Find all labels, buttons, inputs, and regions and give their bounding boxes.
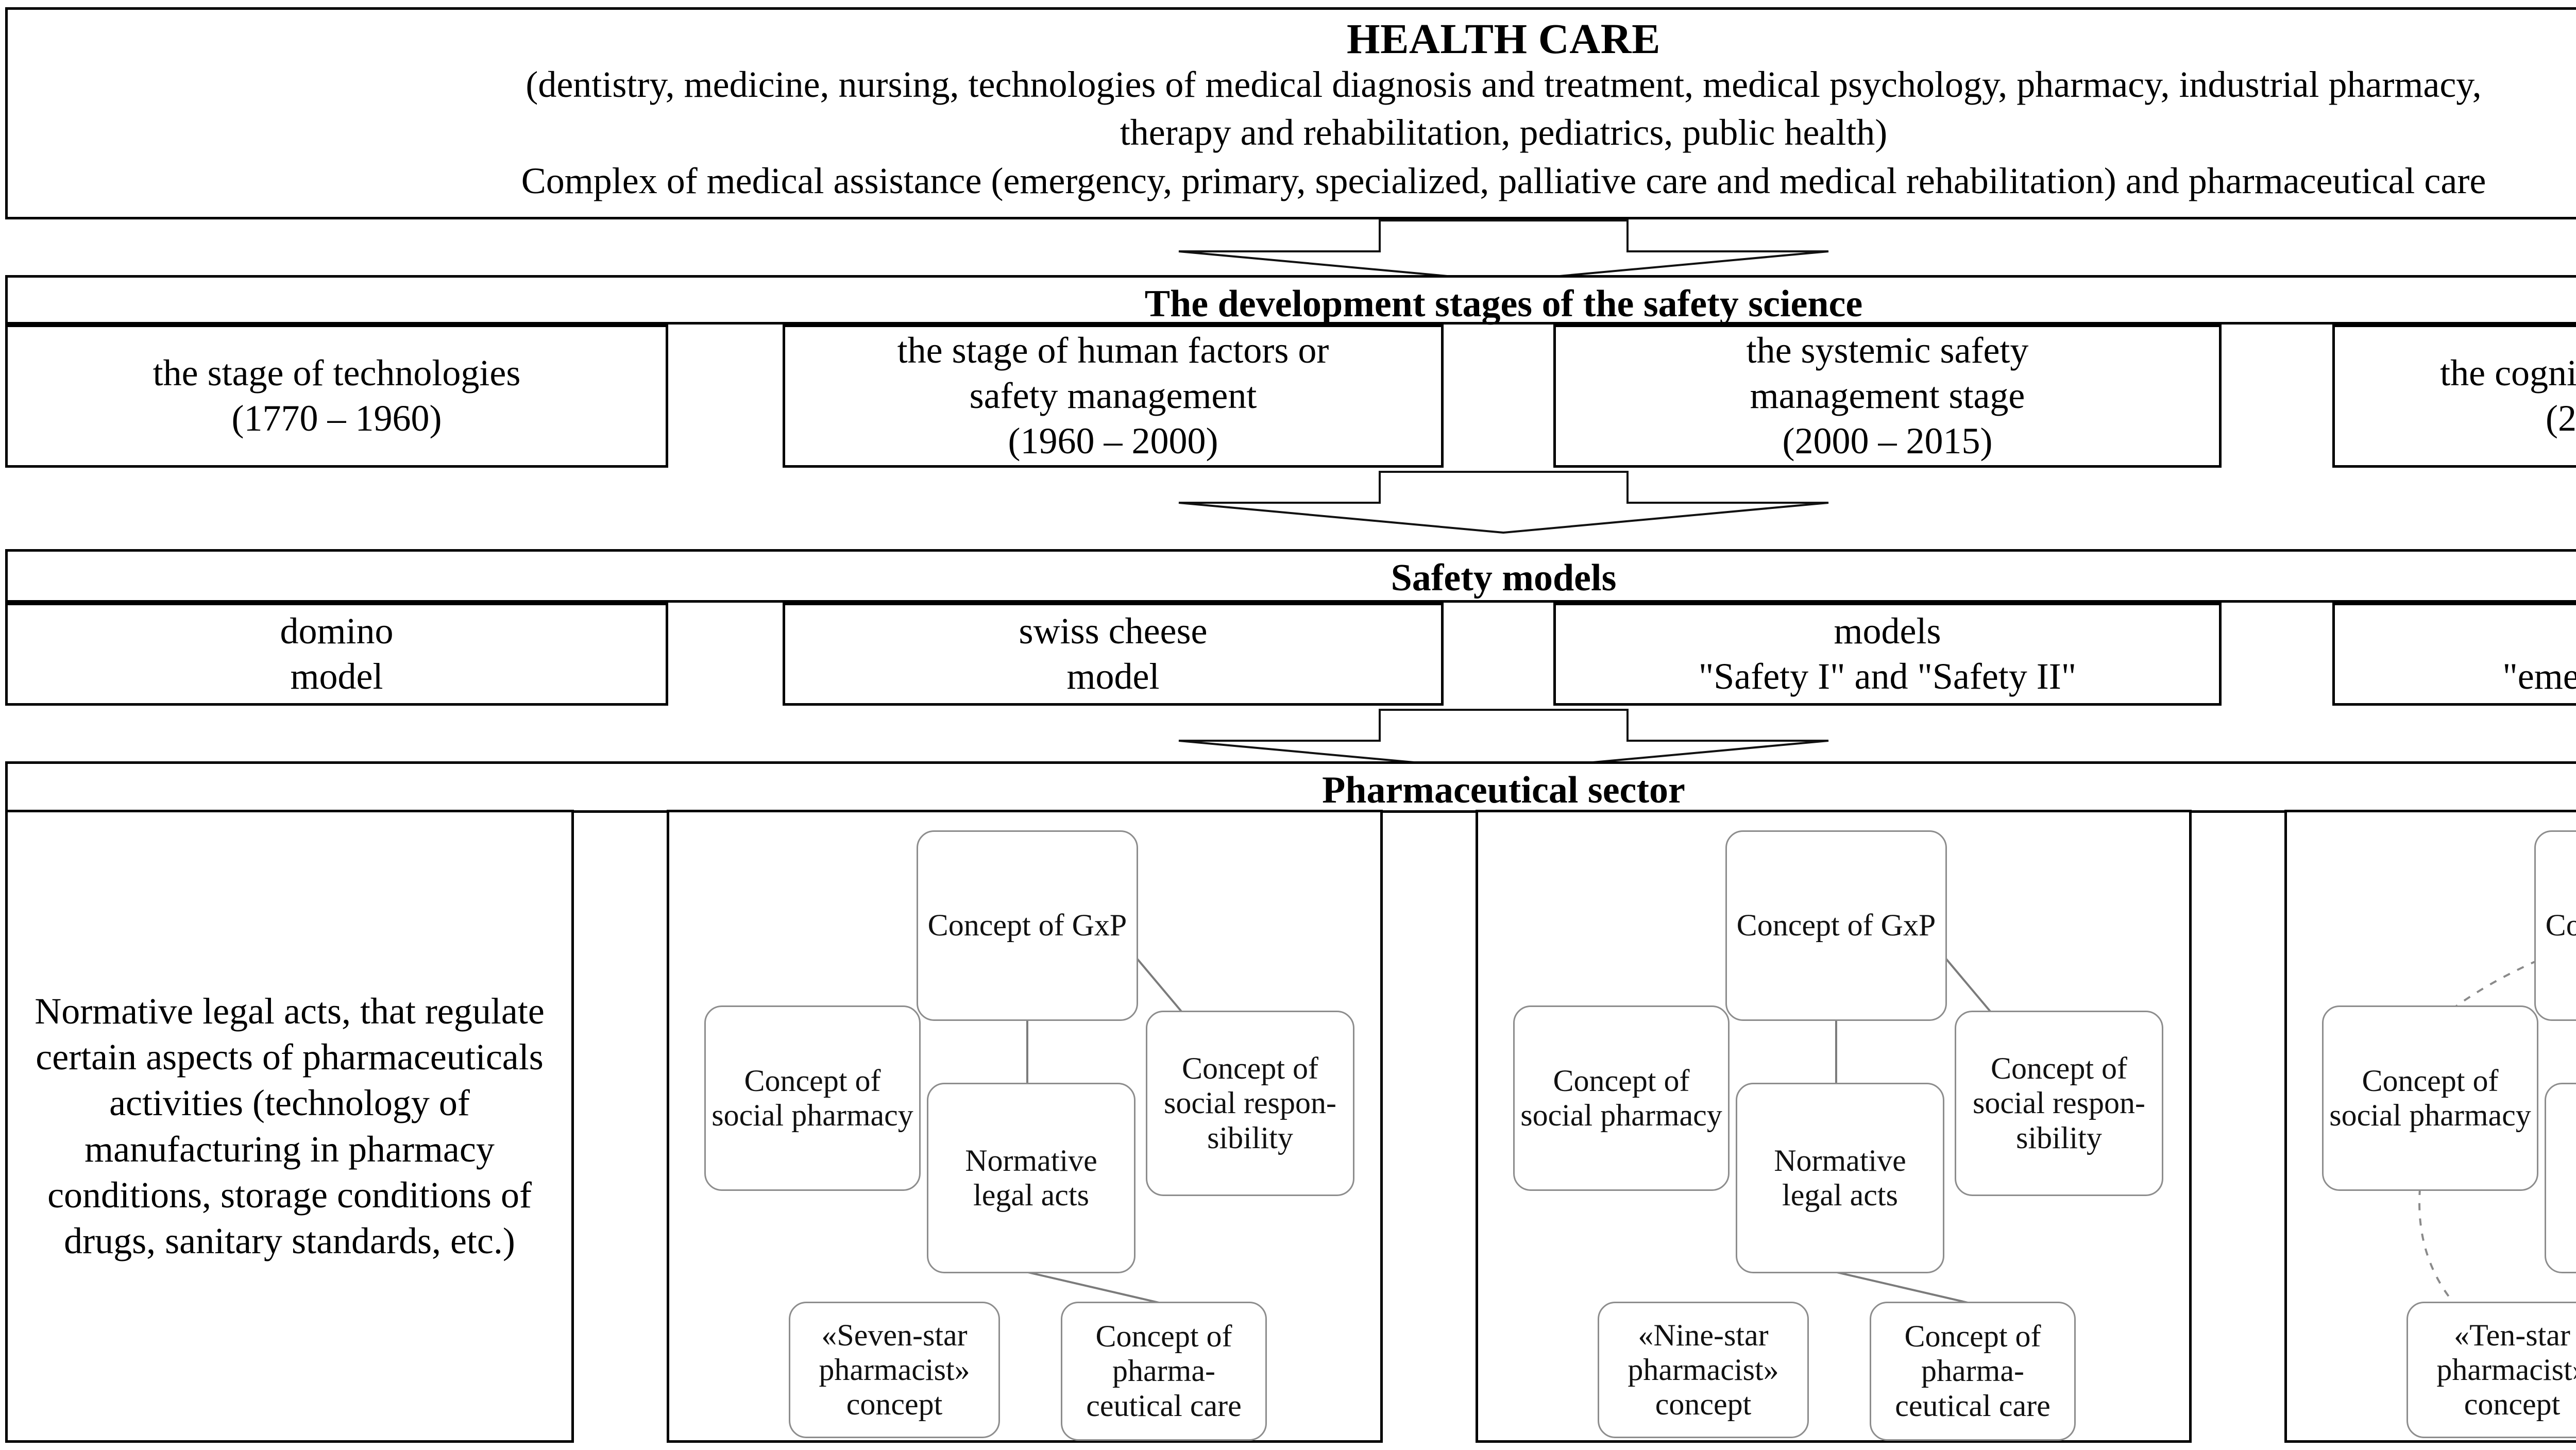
arrow-down-connector-3: [1178, 709, 1829, 772]
safety-model-cell-safety-i-ii: models "Safety I" and "Safety II": [1553, 603, 2222, 706]
node-normative-legal-acts-label-3: Normative legal acts: [2549, 1144, 2576, 1213]
node-gxp-2: Concept of GxP: [1725, 830, 1947, 1021]
safety-model-line1-3: model: [2502, 609, 2576, 654]
pharmaceutical-sector-row: Normative legal acts, that regulate cert…: [5, 810, 2576, 1443]
cluster-seven-star: Concept of GxP Concept of social pharmac…: [667, 810, 1383, 1443]
pharmaceutical-sector-header: Pharmaceutical sector: [5, 761, 2576, 813]
safety-models-header: Safety models: [5, 549, 2576, 603]
node-pharmaceutical-care-label-1: Concept of pharma-ceutical care: [1086, 1319, 1242, 1423]
stages-header: The development stages of the safety sci…: [5, 275, 2576, 325]
node-pharmaceutical-care-label-2: Concept of pharma-ceutical care: [1895, 1319, 2050, 1423]
arrow-down-connector-2: [1178, 471, 1829, 534]
node-pharmaceutical-care-1: Concept of pharma-ceutical care: [1061, 1302, 1267, 1441]
node-star-pharmacist-label-2: «Nine-star pharmacist» concept: [1628, 1318, 1779, 1422]
cluster-canvas-1: Concept of GxP Concept of social pharmac…: [669, 812, 1380, 1441]
node-social-responsibility-label-2: Concept of social respon-sibility: [1973, 1051, 2145, 1155]
node-social-pharmacy-3: Concept of social pharmacy: [2322, 1005, 2538, 1191]
normative-legal-acts-cell: Normative legal acts, that regulate cert…: [5, 810, 574, 1443]
stage-period-2: (2000 – 2015): [1782, 420, 1993, 462]
node-normative-legal-acts-2: Normative legal acts: [1736, 1083, 1944, 1273]
models-gap-3: [2222, 603, 2332, 706]
node-normative-legal-acts-label-1: Normative legal acts: [965, 1143, 1097, 1212]
stage-name-3: the cognitive complexity stage: [2440, 352, 2576, 394]
node-normative-legal-acts-3: Normative legal acts: [2545, 1083, 2576, 1273]
node-social-responsibility-label-1: Concept of social respon-sibility: [1164, 1051, 1336, 1155]
stage-name-0: the stage of technologies: [152, 352, 521, 394]
models-gap-2: [1444, 603, 1553, 706]
safety-models-row: domino model swiss cheese model models "…: [5, 603, 2576, 706]
node-gxp-label-2: Concept of GxP: [1736, 908, 1936, 943]
stages-gap-3: [2222, 325, 2332, 468]
node-star-pharmacist-label-1: «Seven-star pharmacist» concept: [819, 1318, 970, 1422]
stage-cell-technologies: the stage of technologies (1770 – 1960): [5, 325, 668, 468]
cluster-canvas-2: Concept of GxP Concept of social pharmac…: [1478, 812, 2189, 1441]
pharma-gap-2: [1383, 810, 1476, 1443]
stages-gap-1: [668, 325, 783, 468]
safety-model-line2-2: "Safety I" and "Safety II": [1698, 656, 2077, 697]
node-star-pharmacist-1: «Seven-star pharmacist» concept: [789, 1302, 1000, 1438]
node-gxp-label-3: Concept of GxP: [2545, 908, 2576, 943]
normative-legal-acts-text: Normative legal acts, that regulate cert…: [35, 990, 545, 1262]
node-star-pharmacist-2: «Nine-star pharmacist» concept: [1598, 1302, 1809, 1438]
models-gap-1: [668, 603, 783, 706]
safety-model-line2-3: "emergent snowflake": [2502, 656, 2576, 697]
safety-model-line1-0: domino: [280, 610, 394, 652]
node-social-responsibility-2: Concept of social respon-sibility: [1955, 1011, 2163, 1196]
health-care-disciplines-line-1: (dentistry, medicine, nursing, technolog…: [526, 63, 2482, 105]
cluster-ten-star: Concept of GxP Concept of social pharmac…: [2284, 810, 2576, 1443]
safety-model-cell-domino: domino model: [5, 603, 668, 706]
safety-model-line2-0: model: [290, 656, 383, 697]
node-social-pharmacy-label-2: Concept of social pharmacy: [1520, 1063, 1722, 1132]
safety-model-cell-swiss-cheese: swiss cheese model: [783, 603, 1444, 706]
arrow-down-connector-1: [1178, 219, 1829, 282]
node-normative-legal-acts-label-2: Normative legal acts: [1774, 1143, 1906, 1212]
cluster-canvas-3: Concept of GxP Concept of social pharmac…: [2287, 812, 2576, 1440]
pharma-gap-3: [2192, 810, 2284, 1443]
stages-gap-2: [1444, 325, 1553, 468]
node-social-pharmacy-2: Concept of social pharmacy: [1513, 1005, 1730, 1191]
node-gxp-1: Concept of GxP: [917, 830, 1138, 1021]
health-care-block: HEALTH CARE (dentistry, medicine, nursin…: [5, 7, 2576, 219]
node-social-pharmacy-label-3: Concept of social pharmacy: [2329, 1063, 2531, 1132]
safety-model-cell-emergent-snowflake: model "emergent snowflake": [2332, 603, 2576, 706]
cluster-nine-star: Concept of GxP Concept of social pharmac…: [1476, 810, 2192, 1443]
stage-period-1: (1960 – 2000): [1008, 420, 1218, 462]
node-social-pharmacy-label-1: Concept of social pharmacy: [711, 1063, 913, 1132]
stage-period-0: (1770 – 1960): [231, 398, 442, 439]
node-star-pharmacist-label-3: «Ten-star pharmacist» concept: [2436, 1318, 2576, 1422]
safety-model-line2-1: model: [1066, 656, 1160, 697]
safety-model-line1-1: swiss cheese: [1019, 610, 1208, 652]
node-pharmaceutical-care-2: Concept of pharma-ceutical care: [1870, 1302, 2076, 1441]
stage-cell-cognitive-complexity: the cognitive complexity stage (2015 – p…: [2332, 325, 2576, 468]
node-gxp-label-1: Concept of GxP: [927, 908, 1127, 943]
stages-row: the stage of technologies (1770 – 1960) …: [5, 325, 2576, 468]
health-care-disciplines-line-2: therapy and rehabilitation, pediatrics, …: [1120, 112, 1888, 153]
node-star-pharmacist-3: «Ten-star pharmacist» concept: [2406, 1302, 2576, 1438]
pharma-gap-1: [574, 810, 667, 1443]
node-social-responsibility-1: Concept of social respon-sibility: [1146, 1011, 1354, 1196]
safety-model-line1-2: models: [1834, 610, 1941, 652]
stage-period-3: (2015 – present): [2546, 398, 2576, 439]
health-care-assistance-line: Complex of medical assistance (emergency…: [521, 160, 2486, 201]
node-gxp-3: Concept of GxP: [2534, 830, 2576, 1021]
node-normative-legal-acts-1: Normative legal acts: [927, 1083, 1136, 1273]
node-social-pharmacy-1: Concept of social pharmacy: [704, 1005, 921, 1191]
health-care-title: HEALTH CARE: [1347, 15, 1660, 62]
